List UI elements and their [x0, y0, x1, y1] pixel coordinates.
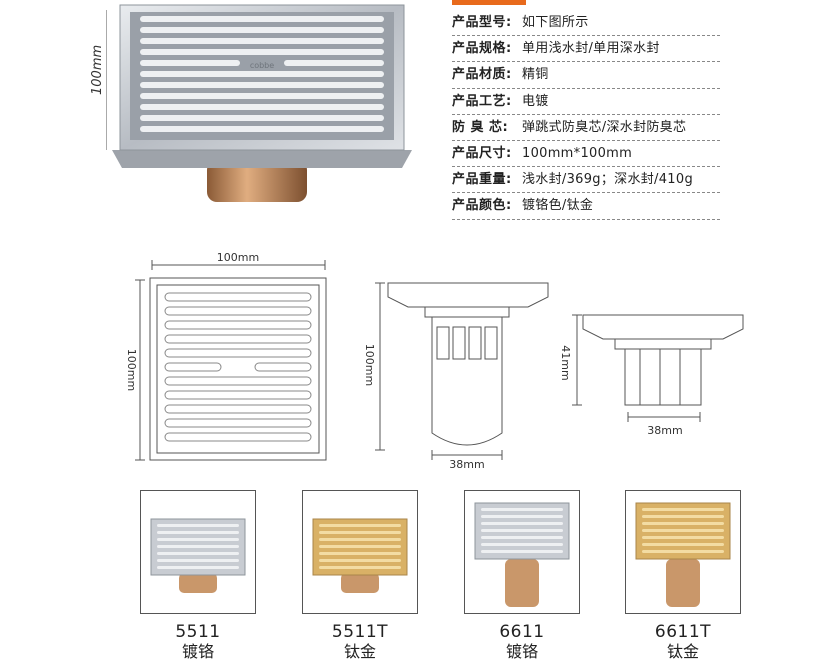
deep-seal-drawing	[375, 282, 549, 460]
spec-row-material: 产品材质:精铜	[452, 62, 720, 89]
deep-seal-height-label: 100mm	[363, 344, 376, 386]
spec-row-weight: 产品重量:浅水封/369g；深水封/410g	[452, 167, 720, 194]
spec-row-process: 产品工艺:电镀	[452, 89, 720, 115]
variant-model: 6611	[499, 622, 545, 642]
variant-card[interactable]: 5511T 钛金	[302, 490, 418, 662]
hero-drain-image: cobbe	[112, 4, 412, 202]
spec-row-size: 产品尺寸:100mm*100mm	[452, 141, 720, 168]
shallow-seal-width-label: 38mm	[647, 424, 682, 437]
variant-card[interactable]: 6611 镀铬	[464, 490, 580, 662]
top-view-height-label: 100mm	[125, 349, 138, 391]
top-view-drawing	[135, 260, 327, 461]
spec-row-color: 产品颜色:镀铬色/钛金	[452, 193, 720, 220]
variant-finish: 镀铬	[181, 642, 214, 661]
variant-model: 6611T	[654, 622, 712, 642]
spec-accent-bar	[452, 0, 526, 5]
variant-card[interactable]: 6611T 钛金	[625, 490, 741, 662]
spec-row-model: 产品型号:如下图所示	[452, 10, 720, 37]
hero-grate-slots	[140, 16, 384, 132]
shallow-seal-drawing	[572, 314, 744, 422]
spec-row-odor-core: 防 臭 芯:弹跳式防臭芯/深水封防臭芯	[452, 115, 720, 141]
variant-card[interactable]: 5511 镀铬	[140, 490, 256, 662]
technical-drawings: 100mm 100mm 100mm 38mm 41mm 38mm	[125, 251, 744, 471]
variant-photo	[464, 490, 580, 614]
hero-dimension-label: 100mm	[90, 44, 105, 95]
variant-photo	[302, 490, 418, 614]
hero-dimension-line	[106, 10, 107, 150]
variant-photo	[140, 490, 256, 614]
shallow-seal-height-label: 41mm	[559, 345, 572, 380]
spec-table: 产品型号:如下图所示 产品规格:单用浅水封/单用深水封 产品材质:精铜 产品工艺…	[452, 10, 720, 220]
variant-finish: 钛金	[666, 642, 699, 661]
variant-finish: 钛金	[343, 642, 376, 661]
spec-row-spec: 产品规格:单用浅水封/单用深水封	[452, 36, 720, 63]
variant-model: 5511T	[331, 622, 389, 642]
deep-seal-width-label: 38mm	[449, 458, 484, 471]
variant-finish: 镀铬	[505, 642, 538, 661]
variant-model: 5511	[175, 622, 221, 642]
top-view-width-label: 100mm	[217, 251, 259, 264]
hero-logo: cobbe	[250, 61, 274, 70]
variant-photo	[625, 490, 741, 614]
